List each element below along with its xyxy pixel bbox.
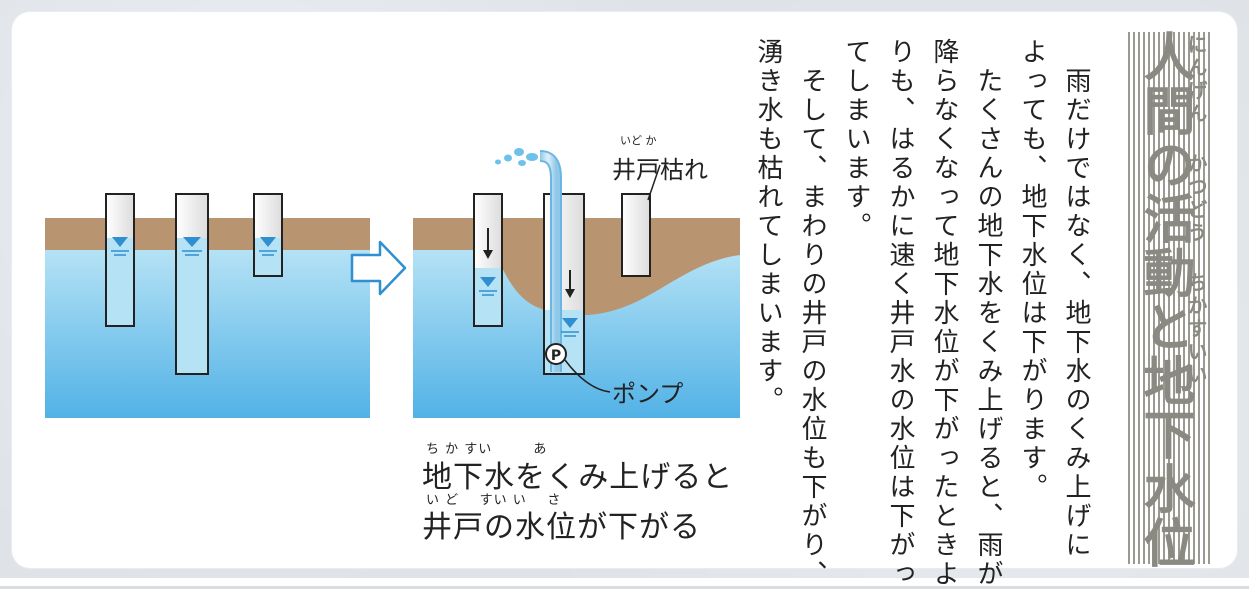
well-short bbox=[253, 193, 283, 277]
body-text-column: そして、まわりの井戸の水位も下がり、 bbox=[797, 38, 827, 589]
body-text-column: たくさんの地下水をくみ上げると、雨が bbox=[973, 38, 1003, 589]
page-title-ruby: にんげん かつどう ちかすいい bbox=[1184, 34, 1208, 387]
panel-after: P 井戸枯れ いど か ポンプ bbox=[413, 134, 740, 418]
body-text-column: 湧き水も枯れてしまいます。 bbox=[753, 38, 783, 415]
well-deep bbox=[175, 193, 209, 375]
pump-symbol: P bbox=[551, 348, 561, 364]
body-text-column: りも、はるかに速く井戸水の水位は下がっ bbox=[885, 38, 915, 589]
pump-pipe bbox=[539, 152, 560, 372]
panel-before bbox=[45, 193, 370, 418]
water-level-marker bbox=[562, 318, 578, 328]
pumped-well: P bbox=[539, 150, 611, 393]
bottom-strip bbox=[0, 578, 1249, 586]
transition-arrow-icon bbox=[350, 240, 407, 296]
label-well-dry: 井戸枯れ bbox=[612, 156, 708, 184]
page-title: 人間の活動と地下水位 bbox=[1134, 30, 1194, 570]
body-text-column: よっても、地下水位は下がります。 bbox=[1017, 38, 1047, 502]
caption-line2: 井戸の水位が下がる bbox=[422, 510, 701, 545]
down-arrow-icon bbox=[565, 289, 575, 298]
water-level-marker bbox=[183, 237, 201, 247]
well-with-arrow bbox=[473, 193, 503, 327]
body-text-column: てしまいます。 bbox=[841, 38, 871, 241]
pump-icon bbox=[545, 343, 567, 365]
label-well-dry-ruby: いど か bbox=[620, 134, 657, 147]
well-shallow bbox=[105, 193, 135, 327]
caption-line1-ruby: ち か すい あ bbox=[426, 442, 548, 457]
down-arrow-icon bbox=[483, 250, 493, 259]
body-text-column: 降らなくなって地下水位が下がったときよ bbox=[929, 38, 959, 589]
dry-well bbox=[621, 164, 661, 277]
caption-line2-ruby: い ど すい い さ bbox=[426, 493, 562, 508]
caption-line1: 地下水をくみ上げると bbox=[422, 460, 734, 495]
water-spray-icon bbox=[495, 148, 538, 166]
water-level-marker bbox=[480, 277, 496, 287]
water-level-marker bbox=[260, 237, 276, 247]
label-pump: ポンプ bbox=[612, 380, 683, 408]
title-banner bbox=[1128, 32, 1210, 564]
body-text-column: 雨だけではなく、地下水のくみ上げに bbox=[1061, 38, 1091, 560]
water-level-marker bbox=[112, 237, 128, 247]
